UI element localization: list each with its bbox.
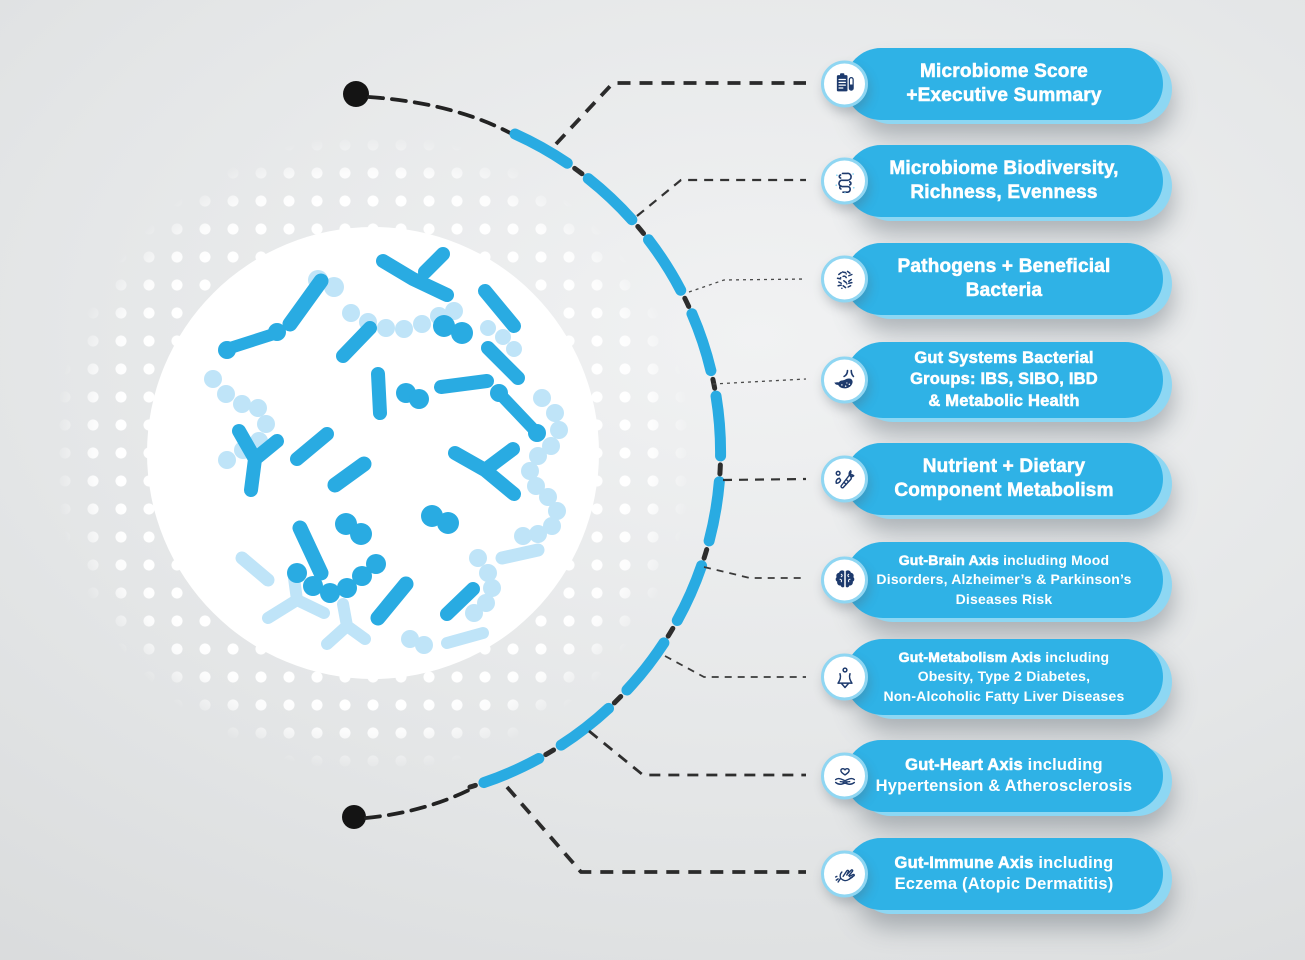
- connector-line-1: [554, 81, 806, 146]
- section-pill-2: Microbiome Biodiversity,Richness, Evenne…: [821, 145, 1163, 217]
- pill-text-segment: Component Metabolism: [894, 480, 1114, 502]
- pill-text-segment: Gut Systems Bacterial: [914, 348, 1094, 368]
- pill-text-segment: Diseases Risk: [955, 590, 1053, 607]
- brain-icon: [821, 556, 868, 604]
- pill-text-segment: Gut-Metabolism Axis: [898, 649, 1042, 666]
- pill-text-segment: Richness, Evenness: [910, 182, 1098, 204]
- pill-text-segment: Nutrient + Dietary: [922, 456, 1086, 478]
- section-pill-1: Microbiome Score+Executive Summary: [821, 48, 1163, 120]
- bacteria-icon: [821, 255, 868, 303]
- pill-text-segment: including: [1033, 853, 1114, 872]
- connector-line-5: [722, 477, 807, 482]
- anchor-tail-top: [367, 95, 516, 137]
- pill-text-segment: Gut-Immune Axis: [894, 853, 1034, 872]
- anchor-dot-top: [343, 81, 369, 107]
- anchor-dot-bottom: [342, 805, 366, 829]
- pill-text-segment: +Executive Summary: [906, 85, 1102, 107]
- stomach-icon: [821, 356, 868, 404]
- connector-line-9: [505, 785, 806, 874]
- vegetables-icon: [821, 455, 868, 503]
- connector-line-7: [664, 655, 806, 678]
- intestine-icon: [821, 157, 868, 205]
- pill-label: Microbiome Score+Executive Summary: [906, 60, 1102, 108]
- pill-text-segment: Pathogens + Beneficial: [897, 256, 1111, 278]
- connector-line-4: [712, 378, 807, 385]
- anchor-tail-bottom: [364, 787, 473, 820]
- pill-text-segment: Gut-Brain Axis: [898, 552, 999, 569]
- pill-text-segment: Eczema (Atopic Dermatitis): [894, 875, 1114, 893]
- dashed-arc-blue: [464, 128, 727, 793]
- hand-eczema-icon: [821, 850, 868, 898]
- report-clipboard-icon: [821, 60, 868, 108]
- pill-label: Microbiome Biodiversity,Richness, Evenne…: [889, 157, 1119, 205]
- pill-text-segment: Obesity, Type 2 Diabetes,: [917, 668, 1091, 685]
- pill-text-segment: including Mood: [998, 552, 1110, 569]
- microbiome-circle: [147, 227, 599, 679]
- pill-text-segment: Hypertension & Atherosclerosis: [875, 777, 1133, 795]
- pill-text-segment: & Metabolic Health: [928, 391, 1080, 410]
- pill-text-segment: Disorders, Alzheimer’s & Parkinson’s: [876, 571, 1132, 588]
- connector-line-6: [703, 566, 806, 579]
- pill-text-segment: Groups: IBS, SIBO, IBD: [910, 370, 1098, 389]
- pill-text-segment: Bacteria: [965, 280, 1043, 302]
- pill-text-segment: including: [1041, 649, 1110, 666]
- pill-text-segment: including: [1022, 755, 1103, 774]
- pill-text-segment: Gut-Heart Axis: [905, 755, 1023, 774]
- connector-line-8: [588, 729, 806, 777]
- pill-text-segment: Non-Alcoholic Fatty Liver Diseases: [883, 687, 1125, 704]
- pill-text-segment: Microbiome Biodiversity,: [889, 158, 1119, 180]
- dashed-arc-black: [467, 131, 724, 790]
- connector-line-2: [636, 178, 806, 217]
- connector-line-3: [688, 278, 807, 293]
- body-metabolism-icon: [821, 653, 868, 701]
- pill-text-segment: Microbiome Score: [920, 61, 1088, 83]
- gut-bacteria-illustration: [147, 227, 599, 679]
- hands-heart-icon: [821, 752, 868, 800]
